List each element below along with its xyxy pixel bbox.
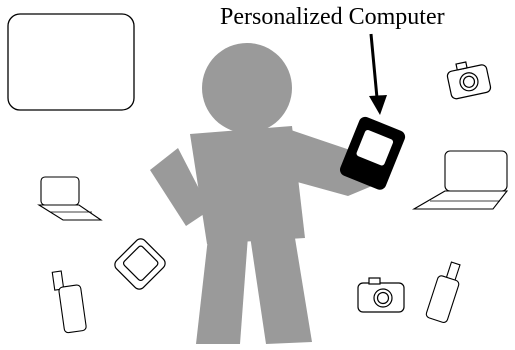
- monitor-icon: [7, 13, 135, 111]
- person-right-leg: [250, 232, 312, 344]
- camera-icon: [446, 61, 492, 100]
- arrow-icon: [369, 33, 387, 115]
- camera-icon: [357, 277, 405, 313]
- person-left-arm: [150, 148, 210, 226]
- laptop-icon: [411, 150, 509, 210]
- pda-icon: [114, 238, 166, 290]
- caption-label: Personalized Computer: [220, 4, 445, 30]
- phone-icon: [51, 270, 87, 334]
- person-right-arm: [285, 128, 372, 196]
- person-icon: [150, 43, 372, 344]
- personalized-computer-screen: [356, 130, 394, 166]
- person-head: [202, 43, 292, 133]
- person-torso: [190, 126, 305, 244]
- person-left-leg: [196, 236, 248, 344]
- personalized-computer-icon: [339, 116, 406, 190]
- laptop-icon: [37, 176, 103, 221]
- phone-icon: [425, 261, 461, 323]
